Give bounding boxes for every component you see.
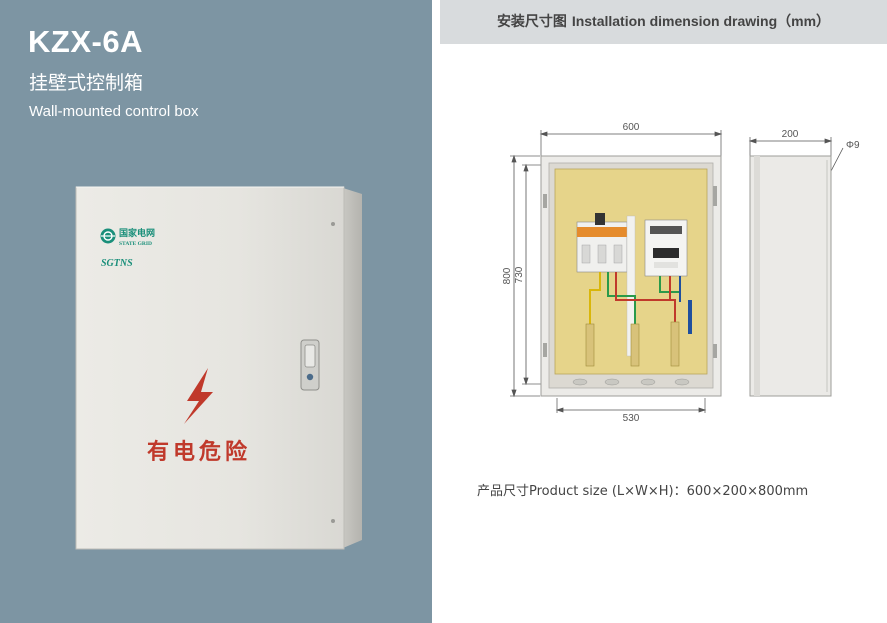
header-title-en: Installation dimension drawing（mm）	[571, 13, 831, 29]
inner-width-label: 530	[623, 413, 640, 424]
control-box-photo: 国家电网 STATE GRID SGTNS 有电危险	[75, 186, 362, 550]
product-size-label: 产品尺寸Product size (L×W×H)：	[477, 484, 687, 499]
logo-text-cn: 国家电网	[119, 227, 155, 239]
product-name-chinese: 挂壁式控制箱	[29, 72, 144, 94]
hole-diameter-label: Φ9	[846, 140, 860, 151]
logo-text-en: STATE GRID	[119, 241, 152, 247]
cabinet-side-view	[749, 155, 832, 397]
lightning-bolt-icon	[184, 368, 213, 424]
depth-label: 200	[782, 129, 799, 140]
product-size-value: 600×200×800mm	[686, 484, 809, 499]
logo-subtext: SGTNS	[101, 258, 133, 269]
height-label: 800	[502, 267, 513, 284]
section-header: 安装尺寸图 Installation dimension drawing（mm）	[440, 0, 887, 44]
state-grid-logo-icon	[100, 228, 116, 244]
inner-height-label: 730	[514, 266, 525, 283]
product-name-english: Wall-mounted control box	[29, 103, 199, 120]
door-lock-handle	[300, 339, 320, 391]
product-size-spec: 产品尺寸Product size (L×W×H)：600×200×800mm	[477, 480, 808, 499]
product-model: KZX-6A	[28, 24, 143, 59]
section-header-title: 安装尺寸图 Installation dimension drawing（mm）	[440, 11, 887, 31]
cabinet-front-view	[540, 155, 722, 397]
product-photo-panel: KZX-6A 挂壁式控制箱 Wall-mounted control box	[0, 0, 432, 623]
danger-warning-text: 有电危险	[147, 439, 251, 465]
width-label: 600	[623, 122, 640, 133]
header-title-cn: 安装尺寸图	[496, 14, 567, 30]
